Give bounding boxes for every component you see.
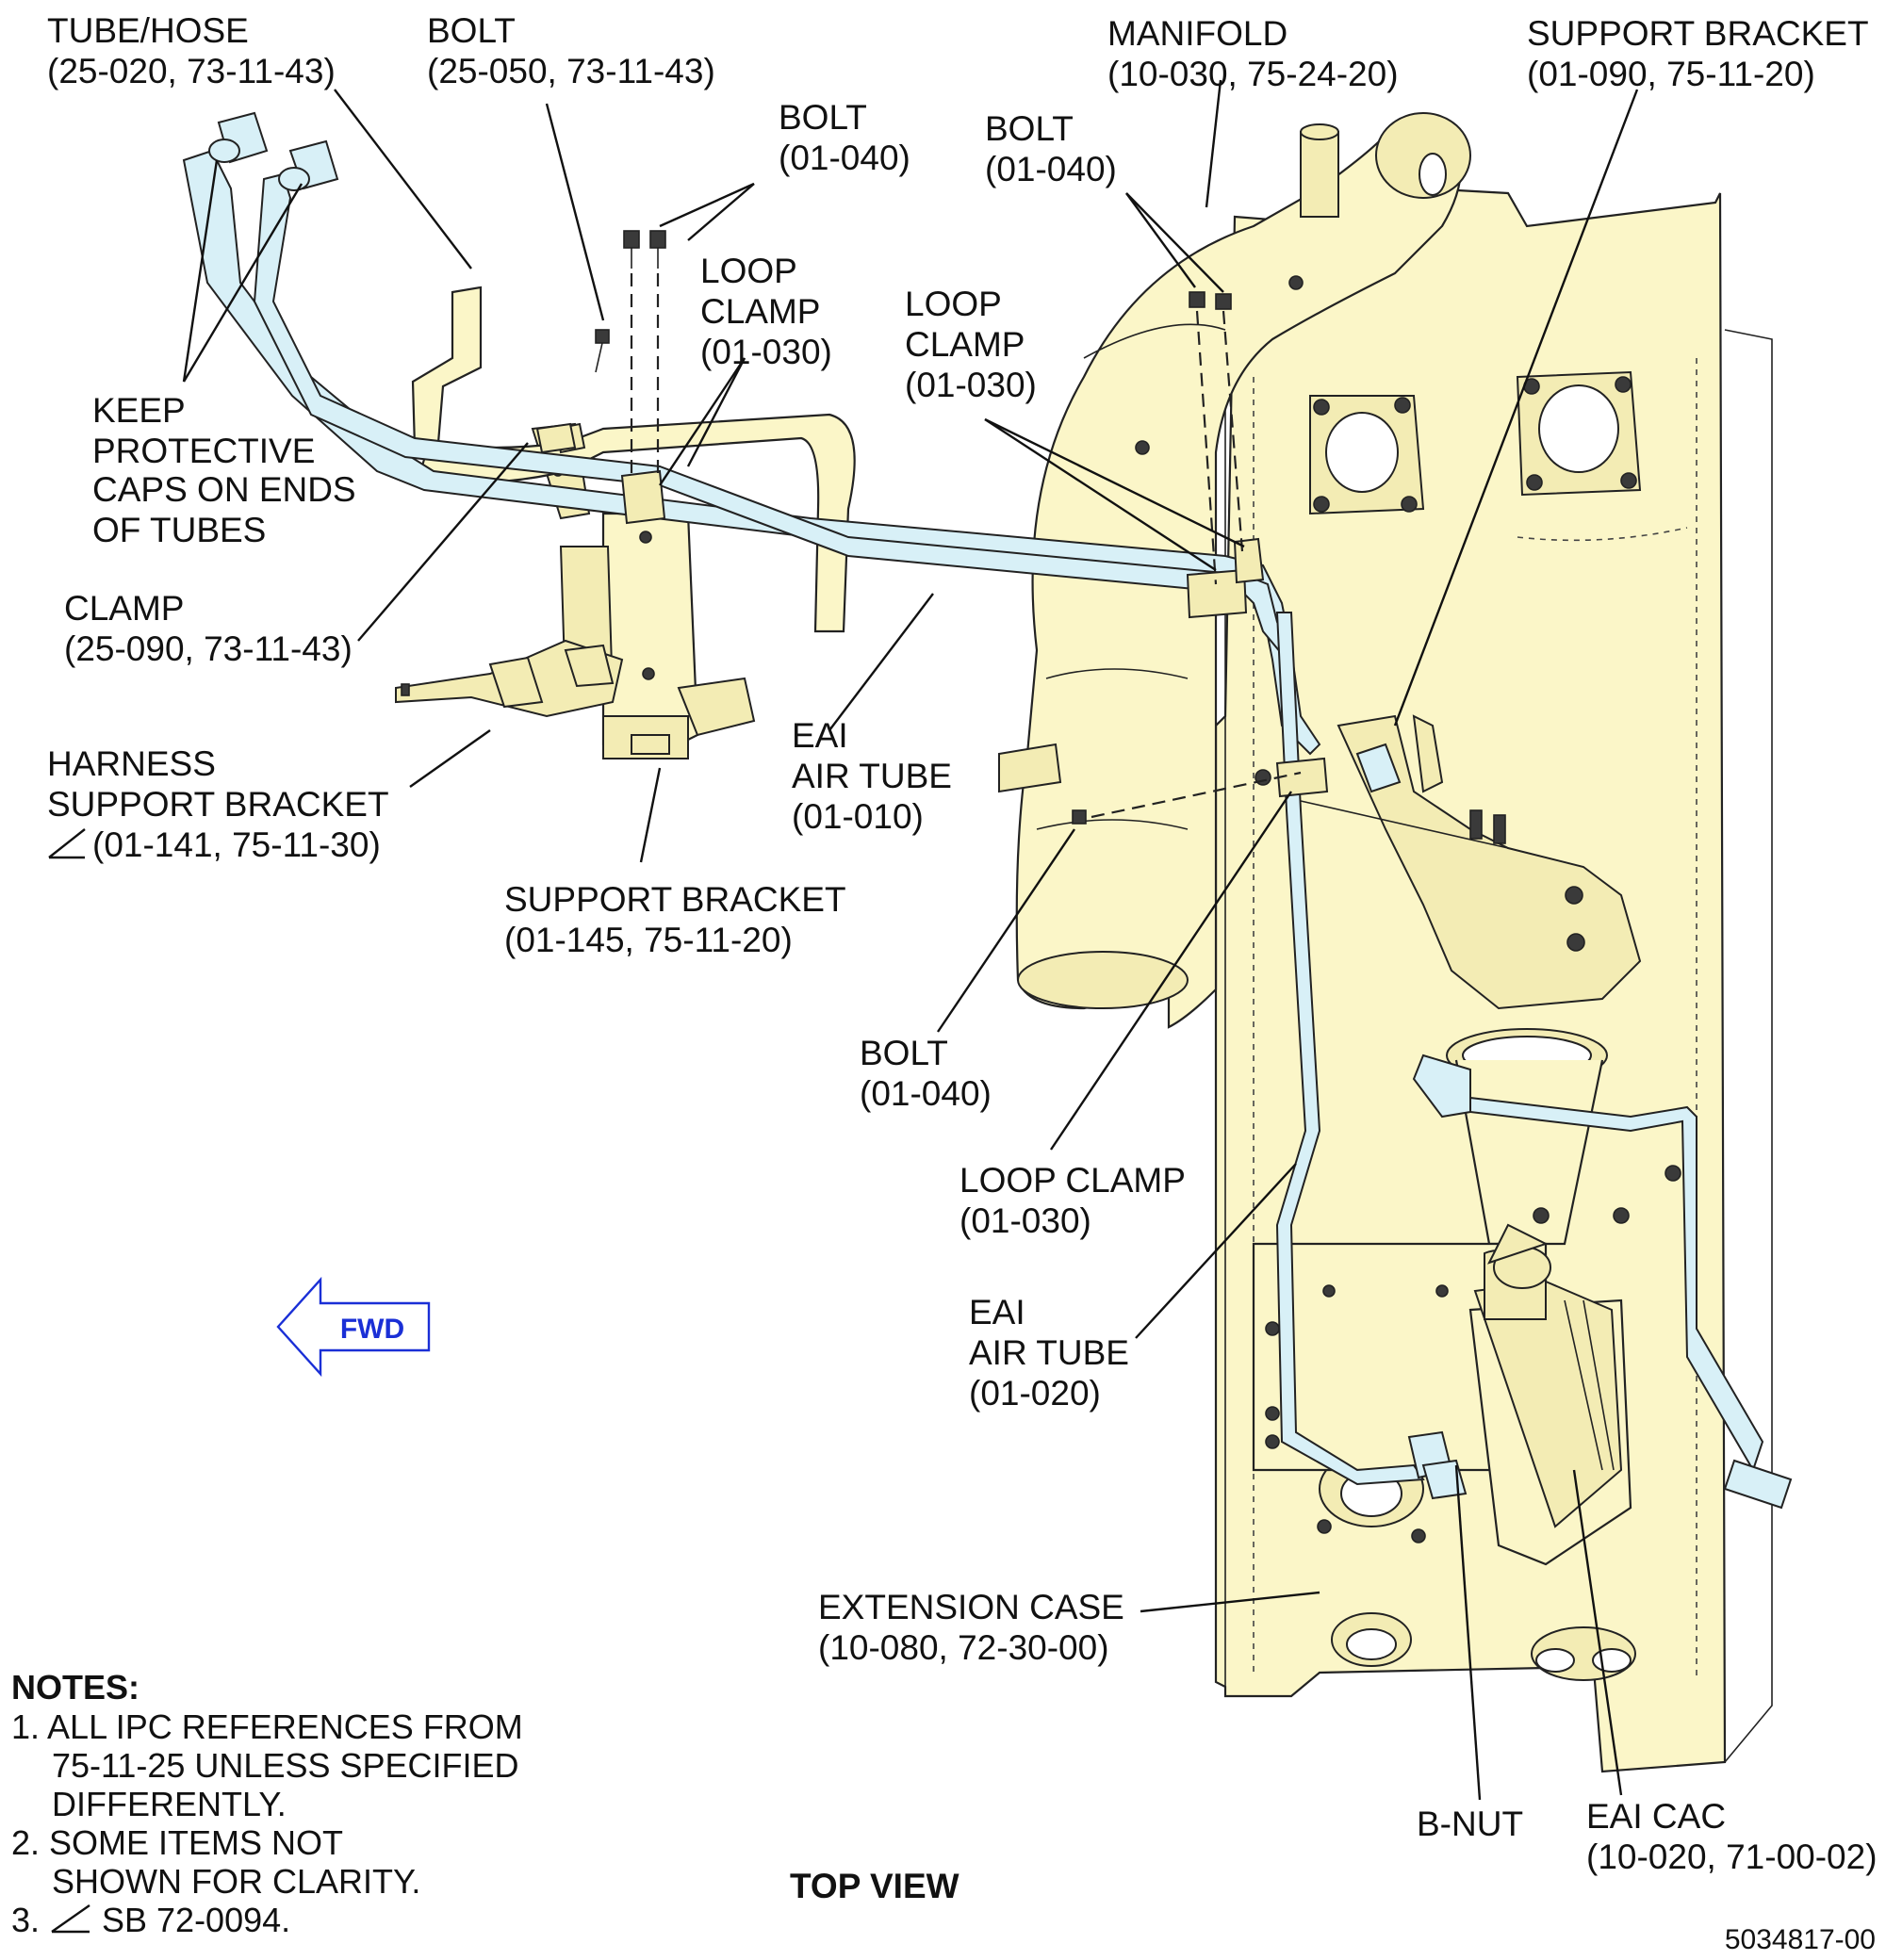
label-support-bracket-bottom: SUPPORT BRACKET (01-145, 75-11-20): [504, 880, 855, 959]
notes-block: NOTES: 1. ALL IPC REFERENCES FROM 75-11-…: [11, 1668, 533, 1939]
label-bolt-lower: BOLT (01-040): [860, 1034, 992, 1113]
label-extension-case: EXTENSION CASE (10-080, 72-30-00): [818, 1588, 1134, 1667]
manifold-drawing: [998, 112, 1471, 1029]
label-bolt-25-050: BOLT (25-050, 73-11-43): [427, 11, 715, 90]
label-support-bracket-top: SUPPORT BRACKET (01-090, 75-11-20): [1527, 14, 1878, 93]
leader-lines: [182, 79, 1639, 1801]
eai-cac-drawing: [1252, 1028, 1793, 1566]
label-clamp: CLAMP (25-090, 73-11-43): [64, 589, 353, 668]
clamps-and-bolts-drawing: [535, 230, 1329, 825]
harness-support-bracket-drawing: [395, 639, 756, 737]
label-tube-hose: TUBE/HOSE (25-020, 73-11-43): [47, 11, 336, 90]
label-loop-clamp-top: LOOP CLAMP (01-030): [700, 252, 832, 371]
triangle-flag-icon: [51, 1904, 90, 1934]
label-loop-clamp-mid: LOOP CLAMP (01-030): [905, 285, 1037, 404]
tube-end-cap-left: [208, 111, 269, 164]
label-b-nut: B-NUT: [1417, 1805, 1523, 1843]
label-bolt-top: BOLT (01-040): [779, 98, 910, 177]
label-manifold: MANIFOLD (10-030, 75-24-20): [1107, 14, 1399, 93]
fwd-label: FWD: [340, 1314, 404, 1345]
triangle-flag-icon: [48, 828, 86, 859]
label-harness-support-bracket: HARNESS SUPPORT BRACKET (01-141, 75-11-3…: [47, 744, 398, 864]
fwd-arrow-icon: FWD: [276, 1276, 431, 1378]
label-top-view: TOP VIEW: [790, 1867, 959, 1905]
label-bolt-manifold: BOLT (01-040): [985, 109, 1117, 188]
tube-end-cap-right: [278, 139, 339, 191]
label-eai-air-tube-010: EAI AIR TUBE (01-010): [792, 716, 961, 836]
figure-id: 5034817-00: [1725, 1924, 1876, 1955]
b-nut-drawing: [1407, 1430, 1468, 1500]
label-eai-air-tube-020: EAI AIR TUBE (01-020): [969, 1293, 1139, 1413]
label-eai-cac: EAI CAC (10-020, 71-00-02): [1586, 1797, 1878, 1876]
eai-air-tube-drawing: [182, 111, 1468, 1500]
support-bracket-01-090-drawing: [1300, 714, 1642, 1010]
label-loop-clamp-lower: LOOP CLAMP (01-030): [959, 1161, 1195, 1240]
notes-lines: 1. ALL IPC REFERENCES FROM 75-11-25 UNLE…: [11, 1707, 533, 1939]
notes-title: NOTES:: [11, 1668, 139, 1707]
label-keep-caps: KEEP PROTECTIVE CAPS ON ENDS OF TUBES: [92, 391, 366, 549]
